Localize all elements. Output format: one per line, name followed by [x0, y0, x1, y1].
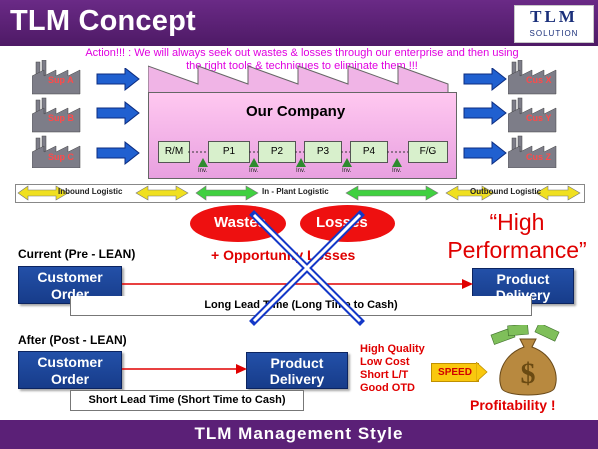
inbound-logistic-label: Inbound Logistic	[58, 187, 123, 196]
supplier-label: Sup C	[48, 152, 74, 162]
header-bar	[0, 0, 598, 46]
inventory-triangle	[392, 158, 402, 167]
inplant-logistic-label: In - Plant Logistic	[262, 187, 329, 196]
benefit-item: Good OTD	[360, 382, 415, 394]
current-section-label: Current (Pre - LEAN)	[18, 247, 136, 261]
inv-label: Inv.	[342, 168, 352, 174]
outbound-logistic-label: Outbound Logistic	[470, 187, 542, 196]
inv-label: Inv.	[296, 168, 306, 174]
ampersand-label: &	[288, 214, 299, 231]
cross-mark-icon	[249, 210, 365, 326]
money-bag-icon: $	[490, 325, 560, 396]
supplier-label: Sup A	[48, 75, 74, 85]
customer-label: Cus X	[526, 75, 552, 85]
profitability-label: Profitability !	[470, 397, 556, 413]
benefit-item: High Quality	[360, 343, 425, 355]
high-performance-text: “High Performance”	[442, 208, 592, 264]
customer-label: Cus Z	[526, 152, 552, 162]
after-section-label: After (Post - LEAN)	[18, 333, 127, 347]
logo-text: TLM	[530, 7, 578, 26]
high-performance-line2: Performance”	[447, 237, 587, 263]
benefit-item: Low Cost	[360, 356, 410, 368]
tlm-logo: TLM SOLUTION	[514, 5, 594, 43]
logistics-arrows	[17, 185, 581, 201]
speed-arrow-icon	[476, 362, 488, 382]
outbound-flow-arrows	[463, 68, 507, 166]
logistics-bar	[15, 184, 585, 203]
company-title: Our Company	[246, 103, 346, 120]
long-lead-time-box: Long Lead Time (Long Time to Cash)	[70, 296, 532, 316]
customer-factories	[508, 60, 557, 168]
benefit-item: Short L/T	[360, 369, 409, 381]
after-product-delivery-box: Product Delivery	[246, 352, 348, 389]
company-roof	[148, 65, 449, 96]
short-lead-time-box: Short Lead Time (Short Time to Cash)	[70, 390, 304, 411]
after-customer-order-box: Customer Order	[18, 351, 122, 389]
supplier-label: Sup B	[48, 113, 74, 123]
benefits-list: High Quality Low Cost Short L/T Good OTD	[360, 343, 425, 395]
current-product-delivery-box: Product Delivery	[472, 268, 574, 304]
svg-text:$: $	[521, 357, 536, 390]
page-title: TLM Concept	[10, 5, 196, 37]
supplier-factories	[32, 60, 81, 168]
logo-subtext: SOLUTION	[529, 29, 579, 38]
inv-label: Inv.	[392, 168, 402, 174]
inbound-flow-arrows	[96, 68, 140, 166]
speed-arrow-label: SPEED	[431, 363, 479, 382]
high-performance-line1: “High	[489, 209, 545, 235]
footer-bar	[0, 420, 598, 449]
inventory-triangle	[249, 158, 259, 167]
after-flow-arrow	[122, 364, 247, 374]
action-text: Action!!! : We will always seek out wast…	[85, 47, 519, 72]
inv-label: Inv.	[249, 168, 259, 174]
inventory-triangle	[198, 158, 208, 167]
inventory-triangle	[296, 158, 306, 167]
inv-label: Inv.	[198, 168, 208, 174]
inventory-triangle	[342, 158, 352, 167]
process-flow-arrows	[188, 151, 408, 153]
process-step-fg: F/G	[408, 141, 448, 163]
customer-label: Cus Y	[526, 113, 552, 123]
footer-text: TLM Management Style	[194, 424, 404, 443]
